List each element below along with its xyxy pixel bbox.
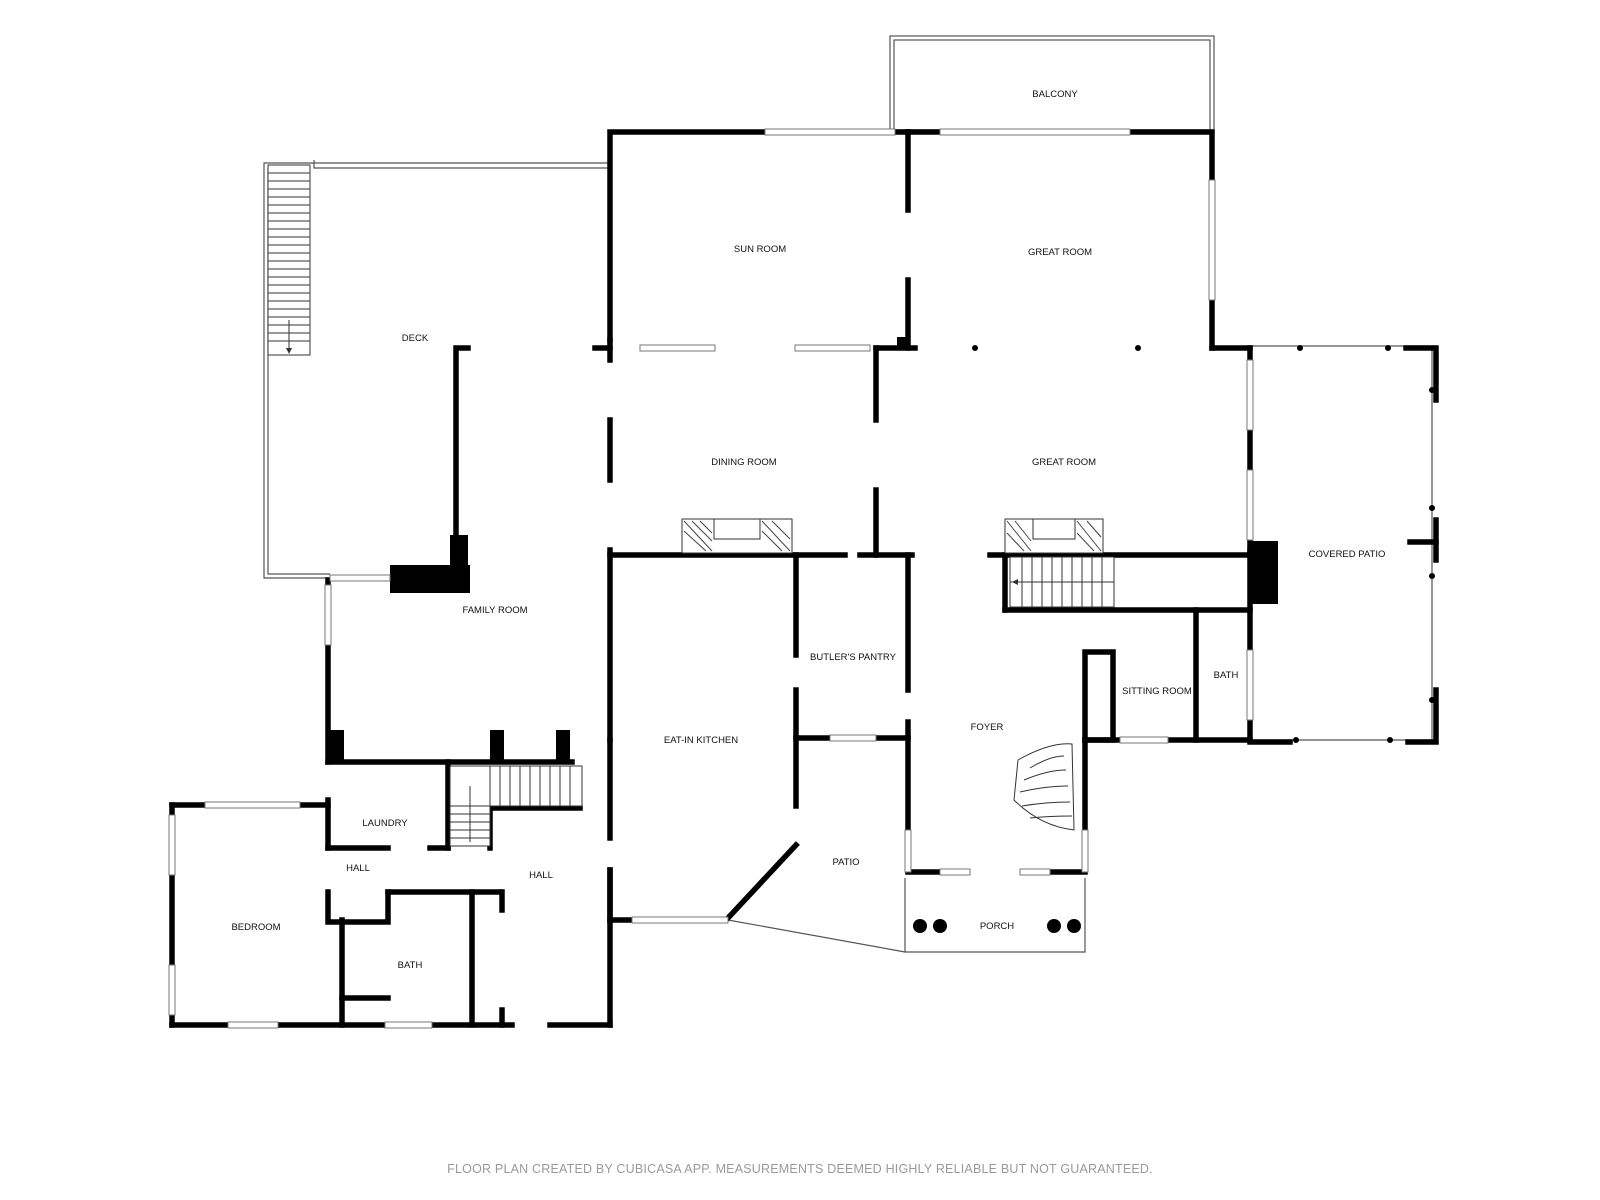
label-covered-patio: COVERED PATIO bbox=[1309, 549, 1386, 560]
label-bedroom: BEDROOM bbox=[231, 922, 280, 933]
covered-patio-outline bbox=[1252, 345, 1433, 741]
windows bbox=[168, 128, 1254, 1029]
label-eat-in-kitchen: EAT-IN KITCHEN bbox=[664, 735, 738, 746]
label-great-room-lower: GREAT ROOM bbox=[1032, 457, 1096, 468]
label-great-room-upper: GREAT ROOM bbox=[1028, 247, 1092, 258]
label-deck: DECK bbox=[402, 333, 429, 344]
fireplace-dining bbox=[681, 518, 793, 554]
label-sitting-room: SITTING ROOM bbox=[1122, 686, 1192, 697]
label-laundry: LAUNDRY bbox=[362, 818, 408, 829]
label-hall-small: HALL bbox=[346, 863, 370, 874]
label-sun-room: SUN ROOM bbox=[734, 244, 786, 255]
label-patio: PATIO bbox=[832, 857, 859, 868]
label-foyer: FOYER bbox=[971, 722, 1004, 733]
columns bbox=[913, 345, 1435, 933]
label-porch: PORCH bbox=[980, 921, 1014, 932]
porch-outline bbox=[904, 878, 1086, 953]
label-hall: HALL bbox=[529, 870, 553, 881]
deck-outline bbox=[263, 160, 608, 579]
label-dining-room: DINING ROOM bbox=[711, 457, 777, 468]
deck-stairs bbox=[267, 164, 311, 356]
footer-disclaimer: FLOOR PLAN CREATED BY CUBICASA APP. MEAS… bbox=[447, 1162, 1153, 1176]
label-bath-left: BATH bbox=[398, 960, 423, 971]
label-butlers-pantry: BUTLER'S PANTRY bbox=[810, 652, 897, 663]
label-balcony: BALCONY bbox=[1032, 89, 1078, 100]
label-bath-right: BATH bbox=[1214, 670, 1239, 681]
main-stairs bbox=[1009, 556, 1115, 608]
fireplace-great-room bbox=[1004, 518, 1104, 554]
solid-blocks bbox=[328, 337, 1278, 764]
balcony-outline bbox=[889, 35, 1215, 131]
label-family-room: FAMILY ROOM bbox=[462, 605, 527, 616]
patio-outline bbox=[727, 919, 906, 953]
rear-stairs bbox=[449, 765, 583, 847]
foyer-curved-stair bbox=[1013, 743, 1075, 831]
